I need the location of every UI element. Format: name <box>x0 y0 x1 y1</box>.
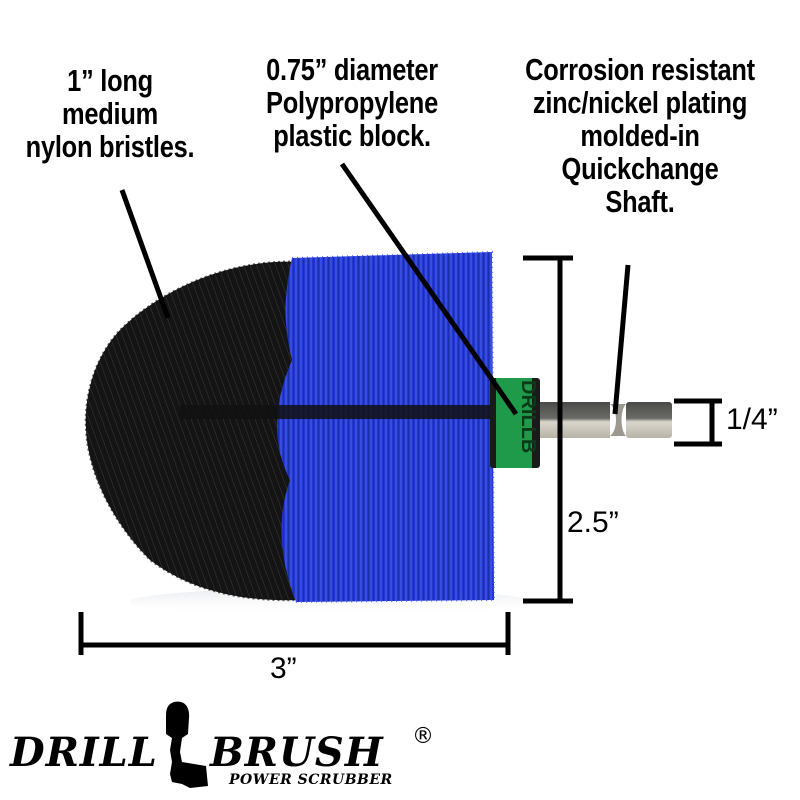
leader-bristles <box>119 189 171 319</box>
hex-shaft <box>540 402 672 438</box>
callout-line: Corrosion resistant <box>525 52 755 87</box>
callout-line: 0.75” diameter <box>266 52 438 87</box>
callout-line: plastic block. <box>273 118 431 153</box>
height-dimension-label: 2.5” <box>567 506 619 539</box>
shaft-dimension <box>674 398 722 447</box>
logo-word-drill: DRILL <box>10 729 158 776</box>
callout-line: zinc/nickel plating <box>532 85 748 120</box>
callout-shaft: Corrosion resistant zinc/nickel plating … <box>509 53 771 218</box>
width-dimension <box>78 612 511 655</box>
blue-bristles <box>277 250 496 603</box>
green-collar: DRILLB <box>490 378 540 468</box>
callout-line: nylon bristles. <box>25 129 195 164</box>
callout-line: Shaft. <box>605 184 675 219</box>
leader-block <box>339 162 519 416</box>
callout-line: medium <box>62 96 158 131</box>
shaft-dimension-label: 1/4” <box>726 403 778 436</box>
callout-line: Polypropylene <box>266 85 438 120</box>
callout-line: 1” long <box>67 63 153 98</box>
width-dimension-label: 3” <box>270 652 297 685</box>
brand-logo: DRILL BRUSH ® POWER SCRUBBER <box>10 700 450 795</box>
callout-plastic-block: 0.75” diameter Polypropylene plastic blo… <box>237 53 467 152</box>
callout-bristles: 1” long medium nylon bristles. <box>12 64 209 163</box>
height-dimension <box>523 255 573 604</box>
logo-tagline: POWER SCRUBBER <box>229 772 393 788</box>
drill-silhouette-icon <box>166 701 208 788</box>
brush-core <box>180 405 495 419</box>
leader-shaft <box>612 264 631 415</box>
registered-mark: ® <box>412 724 434 749</box>
collar-label: DRILLB <box>517 380 539 453</box>
black-bristles <box>84 260 301 602</box>
callout-line: molded-in <box>580 118 700 153</box>
callout-line: Quickchange <box>561 151 719 186</box>
logo-word-brush: BRUSH <box>210 729 384 776</box>
